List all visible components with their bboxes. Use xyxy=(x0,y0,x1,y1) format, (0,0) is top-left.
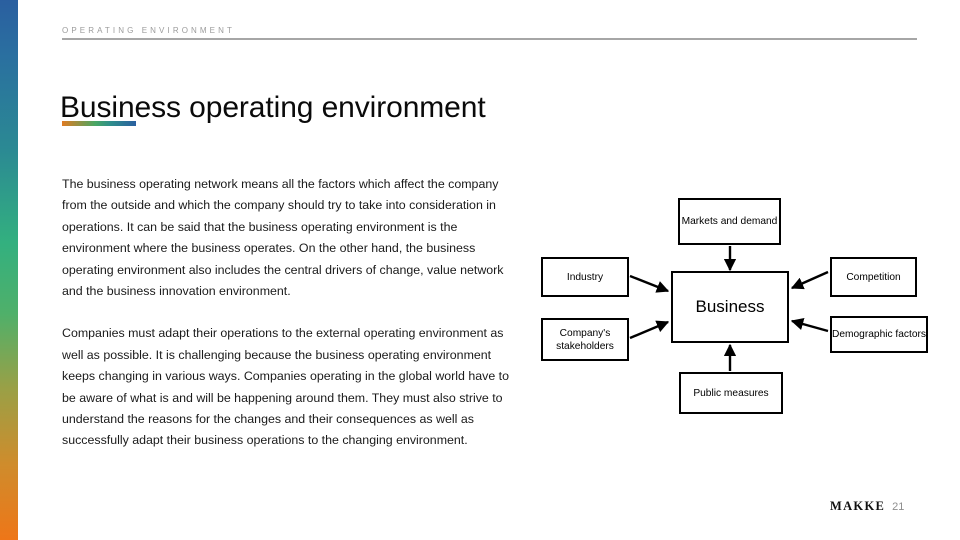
header-divider-rule xyxy=(62,38,917,40)
footer-brand-block: MAKKE 21 xyxy=(830,499,904,514)
diagram-node-public-measures[interactable]: Public measures xyxy=(679,372,783,414)
arrow-stakeholders-to-business xyxy=(629,320,670,340)
arrow-demographic-to-business xyxy=(790,317,829,333)
body-paragraph-1: The business operating network means all… xyxy=(62,177,504,299)
diagram-node-demographic-factors[interactable]: Demographic factors xyxy=(830,316,928,353)
left-gradient-accent-bar xyxy=(0,0,18,540)
diagram-node-industry[interactable]: Industry xyxy=(541,257,629,297)
brand-wordmark: MAKKE xyxy=(830,499,886,513)
body-copy-block: The business operating network means all… xyxy=(62,174,514,452)
diagram-node-competition[interactable]: Competition xyxy=(830,257,917,297)
page-title: Business operating environment xyxy=(60,91,486,125)
title-accent-underline xyxy=(62,121,136,126)
diagram-node-markets-and-demand[interactable]: Markets and demand xyxy=(678,198,781,245)
eyebrow-label: OPERATING ENVIRONMENT xyxy=(62,26,235,35)
diagram-node-business[interactable]: Business xyxy=(671,271,789,343)
page-number: 21 xyxy=(892,501,905,513)
diagram-node-company-stakeholders[interactable]: Company's stakeholders xyxy=(541,318,629,361)
arrow-competition-to-business xyxy=(790,270,829,290)
body-paragraph-2: Companies must adapt their operations to… xyxy=(62,326,510,448)
arrow-industry-to-business xyxy=(629,274,670,293)
